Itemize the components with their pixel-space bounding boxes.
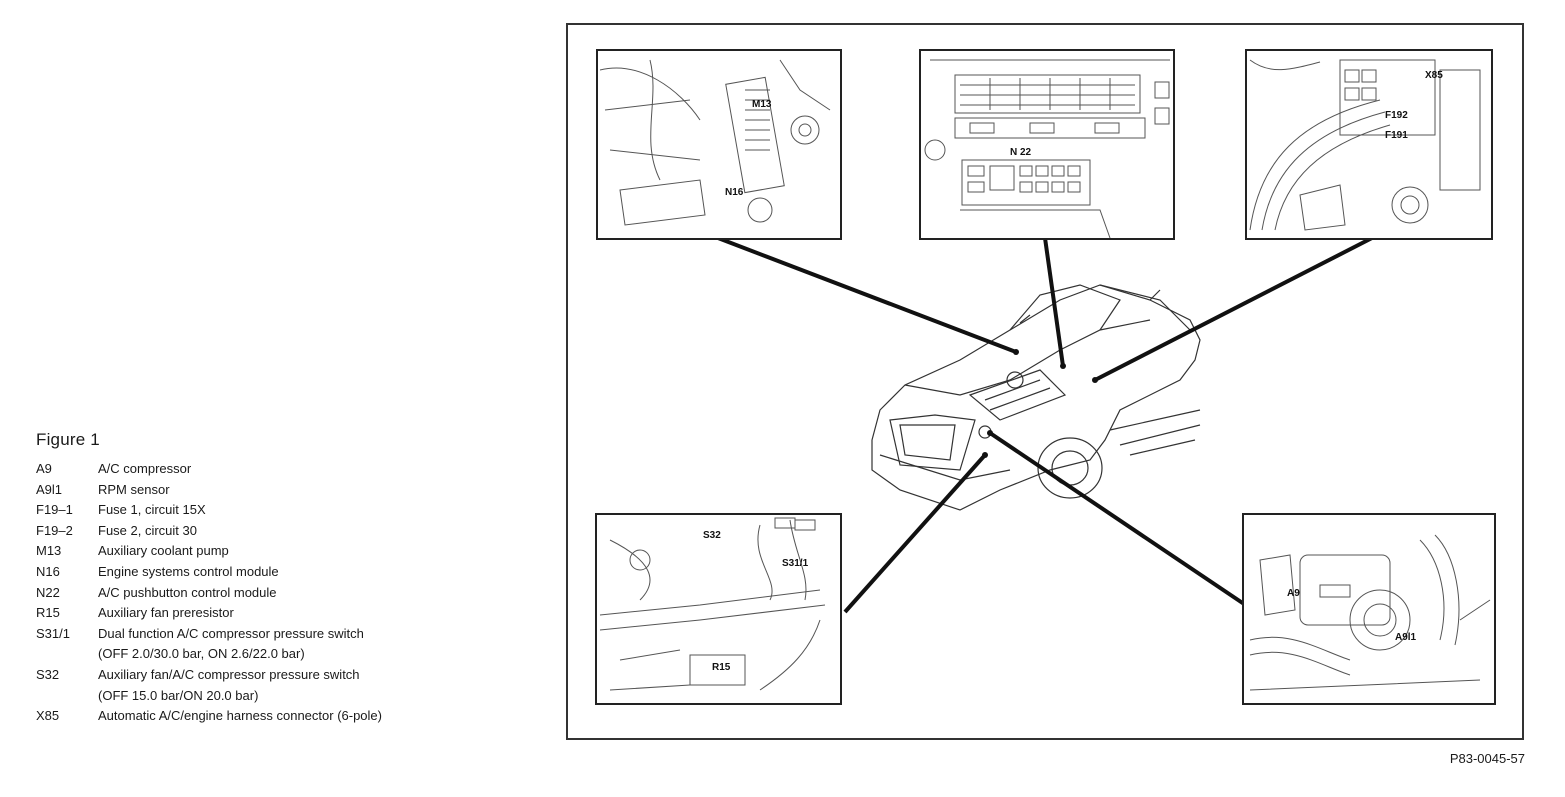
panel-top-center: N 22 bbox=[919, 49, 1175, 240]
legend-item: A9 A/C compressor bbox=[36, 459, 516, 480]
panel-label-s31-1: S31/1 bbox=[782, 558, 809, 569]
legend-description: RPM sensor bbox=[98, 481, 170, 497]
legend-code: X85 bbox=[36, 708, 60, 724]
legend-code: R15 bbox=[36, 605, 60, 621]
legend-item: F19–2 Fuse 2, circuit 30 bbox=[36, 521, 516, 542]
legend-description: Engine systems control module bbox=[98, 563, 279, 579]
legend-title: Figure 1 bbox=[36, 430, 100, 449]
legend-description: Automatic A/C/engine harness connector (… bbox=[98, 708, 382, 724]
pointer-dot bbox=[987, 430, 993, 436]
panel-top-right: X85 F192 F191 bbox=[1245, 49, 1493, 240]
legend-description: Fuse 1, circuit 15X bbox=[98, 502, 206, 518]
pointer-dot bbox=[1060, 363, 1066, 369]
panel-bottom-left: S32 S31/1 R15 bbox=[595, 513, 842, 705]
panel-label-x85: X85 bbox=[1425, 70, 1443, 81]
legend-code: M13 bbox=[36, 543, 62, 559]
panel-bottom-right: A9 A9l1 bbox=[1242, 513, 1496, 705]
legend-item: R15 Auxiliary fan preresistor bbox=[36, 603, 516, 624]
panel-label-n16: N16 bbox=[725, 187, 744, 198]
legend-item: A9l1 RPM sensor bbox=[36, 480, 516, 501]
legend-item: X85 Automatic A/C/engine harness connecto… bbox=[36, 706, 516, 727]
pointer-dot bbox=[1092, 377, 1098, 383]
legend-item: N22 A/C pushbutton control module bbox=[36, 583, 516, 604]
figure-caption: P83-0045-57 bbox=[1449, 751, 1525, 766]
legend-description: A/C compressor bbox=[98, 461, 192, 476]
legend-description: Auxiliary coolant pump bbox=[98, 543, 229, 559]
legend-code: N22 bbox=[36, 584, 60, 600]
panel-label-n22: N 22 bbox=[1010, 147, 1032, 158]
legend-description: A/C pushbutton control module bbox=[98, 584, 277, 600]
legend-code: F19–1 bbox=[36, 502, 73, 518]
legend-code: S31/1 bbox=[36, 625, 70, 641]
legend-description: Auxiliary fan preresistor bbox=[98, 605, 234, 621]
legend-description: Dual function A/C compressor pressure sw… bbox=[98, 625, 364, 662]
panel-label-a9l1: A9l1 bbox=[1395, 632, 1417, 643]
car-illustration bbox=[871, 284, 1201, 511]
legend-item: F19–1 Fuse 1, circuit 15X bbox=[36, 500, 516, 521]
legend-code: N16 bbox=[36, 563, 60, 579]
legend-item: M13 Auxiliary coolant pump bbox=[36, 541, 516, 562]
legend-code: F19–2 bbox=[36, 522, 73, 538]
pointer-dot bbox=[982, 452, 988, 458]
legend-code: A9l1 bbox=[36, 481, 63, 497]
legend-item: S32 Auxiliary fan/A/C compressor pressure… bbox=[36, 665, 516, 706]
legend-description: Auxiliary fan/A/C compressor pressure sw… bbox=[98, 666, 360, 703]
legend-item: S31/1 Dual function A/C compressor pressu… bbox=[36, 624, 516, 665]
legend-code: A9 bbox=[36, 461, 52, 476]
panel-label-s32: S32 bbox=[703, 530, 721, 541]
legend-description: Fuse 2, circuit 30 bbox=[98, 522, 197, 538]
panel-label-r15: R15 bbox=[712, 662, 731, 673]
legend-item: N16 Engine systems control module bbox=[36, 562, 516, 583]
legend-code: S32 bbox=[36, 666, 60, 682]
panel-label-f192: F192 bbox=[1385, 110, 1408, 121]
panel-top-left: M13 N16 bbox=[596, 49, 842, 240]
panel-label-m13: M13 bbox=[752, 99, 772, 110]
pointer-dot bbox=[1013, 349, 1019, 355]
leader-lines bbox=[717, 236, 1373, 614]
panel-label-f191: F191 bbox=[1385, 130, 1408, 141]
panel-label-a9: A9 bbox=[1287, 588, 1300, 599]
